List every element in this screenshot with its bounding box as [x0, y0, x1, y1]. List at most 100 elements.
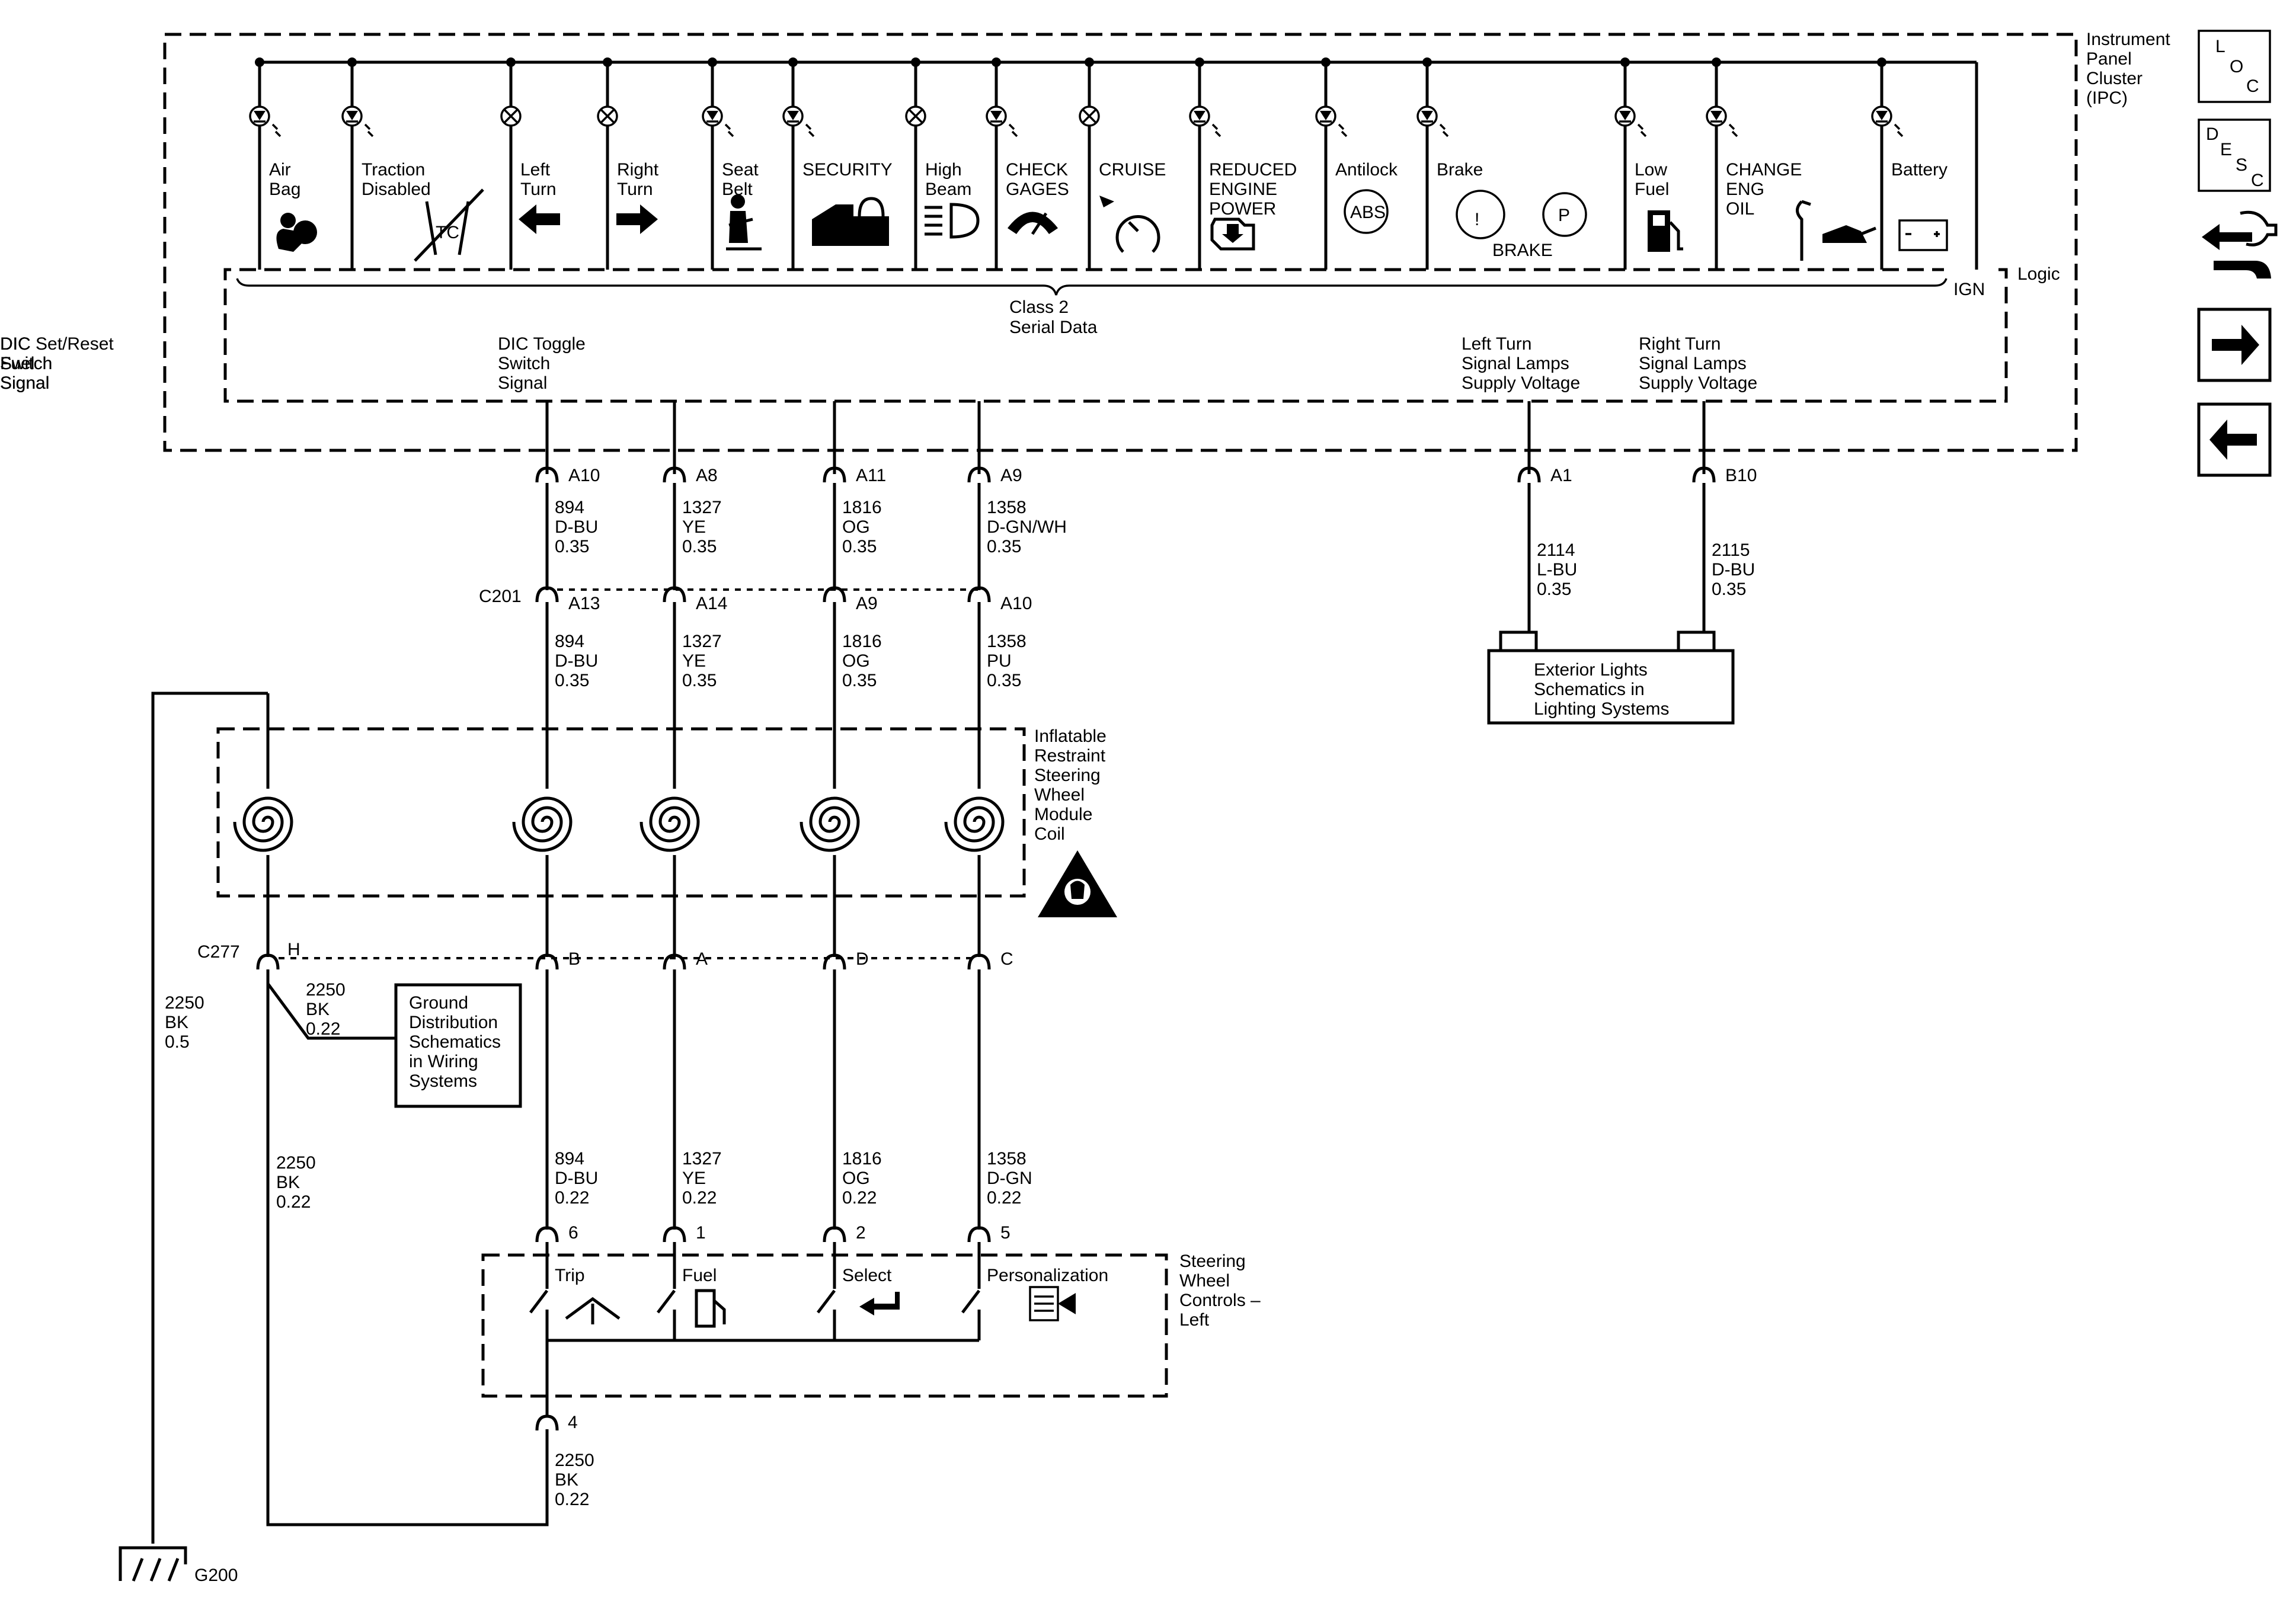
wire-label: 0.35: [555, 537, 589, 556]
wire-label: 1327: [682, 498, 722, 517]
switch-ground-pin: [535, 1414, 559, 1431]
indicator-label: Traction: [362, 160, 425, 180]
indicator-label: Antilock: [1335, 160, 1398, 180]
svg-text:Wheel: Wheel: [1034, 785, 1085, 805]
turn-signal-label: Left Turn: [1462, 334, 1531, 354]
turn-signal-label: Right Turn: [1639, 334, 1721, 354]
svg-text:E: E: [2220, 140, 2232, 159]
wire-label: 0.35: [987, 537, 1021, 556]
switch-pin-label: 2: [856, 1223, 866, 1243]
wire-label: 0.22: [306, 1019, 340, 1039]
wire-label: 2115: [1712, 540, 1750, 560]
battery-icon: [1898, 219, 1948, 251]
wire-label: 0.35: [682, 671, 717, 690]
wire-label: 0.35: [682, 537, 717, 556]
ground-ref-label: Distribution: [409, 1013, 498, 1032]
switch-pin: [663, 1226, 686, 1243]
reduced-engine-power-icon: [1210, 217, 1255, 251]
indicator-label: CHANGE: [1726, 160, 1802, 180]
ipc-pin: [967, 466, 991, 483]
switch-label: Select: [842, 1266, 892, 1285]
svg-text:Panel: Panel: [2086, 49, 2132, 69]
svg-text:Coil: Coil: [1034, 824, 1065, 844]
turn-signal-label: Signal Lamps: [1639, 354, 1747, 373]
ground-circuit: H2250BK0.22GroundDistributionSchematicsi…: [119, 692, 594, 1585]
c277-ground-pin-label: H: [287, 940, 300, 959]
high-beam-icon: [925, 203, 980, 239]
wire-label: 2250: [555, 1451, 594, 1470]
c277-pin: [663, 953, 686, 970]
desc-nav-button[interactable]: D E S C: [2198, 119, 2271, 192]
next-page-button[interactable]: [2197, 308, 2272, 382]
signal-label: DIC Set/Reset: [0, 334, 114, 354]
wire-label: 0.35: [555, 671, 589, 690]
switch-pin: [967, 1226, 991, 1243]
wire-label: D-BU: [1712, 560, 1755, 580]
signal-label: DIC: [0, 334, 31, 354]
indicator-label: ENG: [1726, 180, 1764, 199]
ipc-pin-label: A1: [1550, 466, 1572, 485]
wire-label: 894: [555, 1149, 584, 1169]
indicator-label: CRUISE: [1099, 160, 1166, 180]
change-oil-icon: [1796, 200, 1876, 261]
wire-label: 0.5: [165, 1032, 190, 1052]
wire-label: BK: [276, 1173, 300, 1192]
clockspring-coil-boundary: [216, 727, 1026, 898]
wire-label: 1816: [842, 1149, 882, 1169]
indicator-label: Brake: [1437, 160, 1483, 180]
c201-pin: [967, 586, 991, 603]
clockspring-coil-label: Inflatable Restraint Steering Wheel Modu…: [1034, 726, 1107, 844]
svg-text:D: D: [2206, 124, 2219, 144]
svg-text:!: !: [1475, 210, 1479, 229]
switch-label: Trip: [555, 1266, 585, 1285]
ipc-logic-brace: [236, 278, 1948, 296]
signal-label: Switch: [498, 354, 550, 373]
wire-label: YE: [682, 517, 706, 537]
indicator-label: Left: [520, 160, 551, 180]
signal-label: Signal: [498, 373, 547, 393]
wire-label: D-GN/WH: [987, 517, 1067, 537]
loc-nav-button[interactable]: L O C: [2198, 30, 2271, 103]
traction-disabled-icon: TC: [414, 188, 484, 262]
ipc-pin: [663, 466, 686, 483]
switch-pin: [823, 1226, 846, 1243]
c201-pin: [663, 586, 686, 603]
signal-circuit-0: DIC ToggleSwitchSignalA10894D-BU0.35A138…: [498, 334, 600, 1340]
wire-label: 0.35: [987, 671, 1021, 690]
c201-pin-label: A9: [856, 594, 878, 613]
ipc-pin: [1692, 466, 1716, 483]
svg-text:Schematics in: Schematics in: [1534, 680, 1645, 699]
c201-pin: [535, 586, 559, 603]
signal-label: DIC: [0, 334, 31, 354]
indicator-label: Seat: [722, 160, 759, 180]
ipc-serial-label-2: Serial Data: [1009, 318, 1098, 337]
svg-text:Lighting Systems: Lighting Systems: [1534, 699, 1669, 719]
indicator-label: Disabled: [362, 180, 431, 199]
wire-label: OG: [842, 651, 870, 671]
wire-label: 1358: [987, 1149, 1027, 1169]
ipc-pin-label: A8: [696, 466, 718, 485]
wire-label: 2250: [306, 980, 346, 1000]
svg-text:P: P: [1558, 206, 1570, 225]
indicator-label: Turn: [520, 180, 557, 199]
switch-pin-label: 5: [1000, 1223, 1011, 1243]
svg-text:BRAKE: BRAKE: [1492, 241, 1553, 260]
ground-ref-label: Ground: [409, 993, 468, 1013]
wire-label: D-BU: [555, 1169, 598, 1188]
wire-label: 0.22: [276, 1192, 311, 1212]
switch-label: Fuel: [682, 1266, 717, 1285]
ipc-pin: [823, 466, 846, 483]
c201-pin-label: A10: [1000, 594, 1032, 613]
right-arrow-icon: [616, 204, 658, 234]
ipc-logic-label: Logic: [2017, 264, 2060, 284]
previous-page-button[interactable]: [2197, 402, 2272, 477]
g200-label: G200: [194, 1566, 238, 1585]
indicator-label: CHECK: [1006, 160, 1068, 180]
wire-label: 0.22: [842, 1188, 877, 1208]
wire-label: 2114: [1537, 540, 1575, 560]
connector-nav-icon[interactable]: [2202, 210, 2278, 279]
